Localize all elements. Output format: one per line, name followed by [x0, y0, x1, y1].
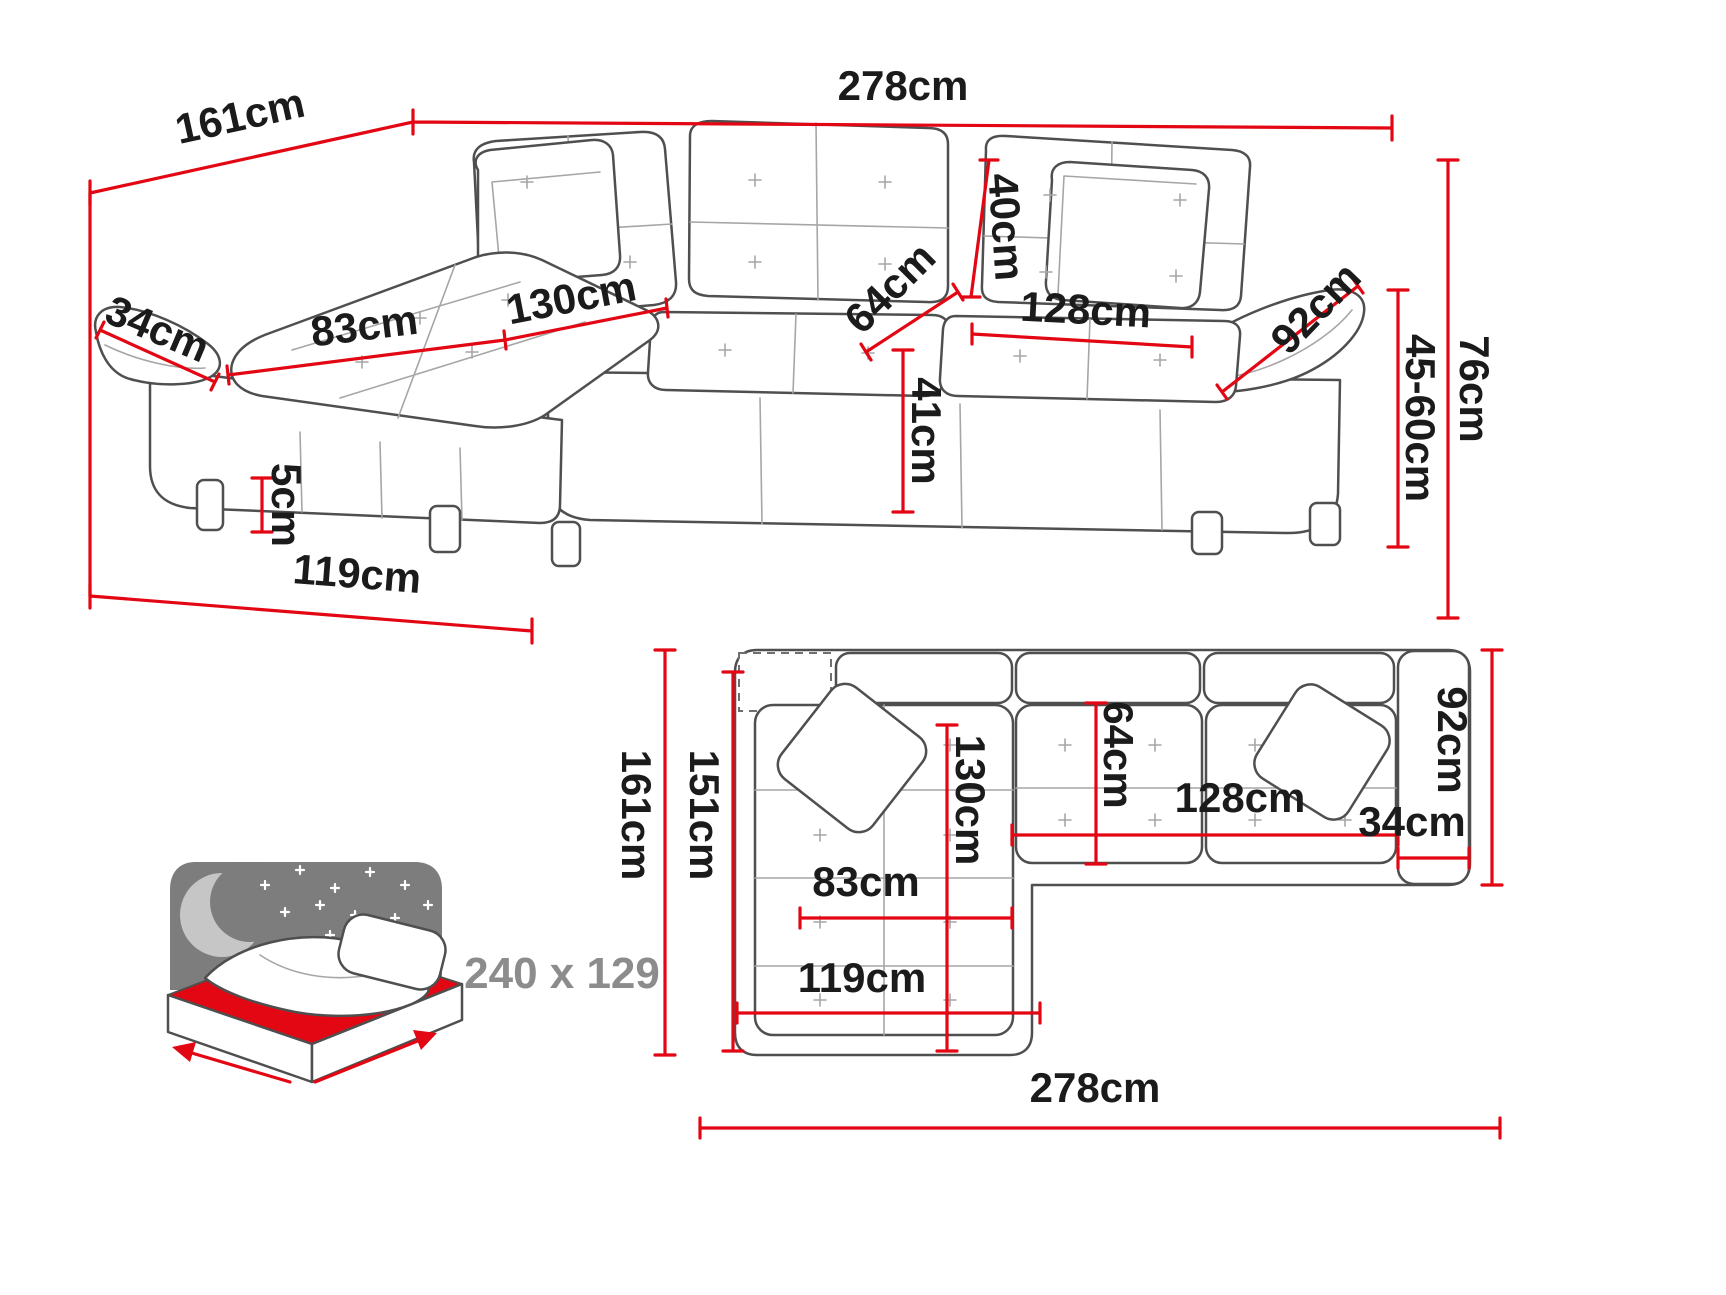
bed-pillow	[337, 913, 447, 991]
unfold-arrow-right	[313, 1036, 427, 1084]
label-seat-width: 128cm	[1019, 283, 1152, 337]
chaise-base	[148, 366, 564, 525]
plan-dim-seat-width	[1010, 823, 1400, 847]
seat-cushion-2-seam	[1086, 318, 1091, 400]
plan-dim-chaise-length	[935, 723, 959, 1053]
dim-line-seat-height	[891, 348, 915, 514]
sofa-base-seams	[759, 397, 1163, 531]
perspective-dimension-lines	[88, 108, 1460, 645]
plan-label-chaise-seat-width: 83cm	[812, 858, 919, 905]
sleeping-area-label: 240 x 129	[464, 949, 660, 998]
plan-back-cushion-1	[834, 651, 1014, 705]
sofa-leg	[550, 520, 582, 568]
seat-cushion-1-seam	[792, 313, 797, 394]
pillow-right-border	[1057, 175, 1197, 295]
dim-line-armrest-width	[94, 320, 221, 392]
bed-blanket-fold	[259, 954, 371, 979]
plan-label-armrest-width: 34cm	[1358, 798, 1465, 845]
plan-view: 161cm 151cm 130cm 64cm 128cm 34cm 92cm 8…	[613, 648, 1504, 1140]
plan-label-seat-depth: 64cm	[1095, 701, 1142, 808]
plan-label-chaise-length: 130cm	[947, 735, 994, 866]
dim-line-chaise-seat	[225, 297, 670, 386]
plan-pillow-right	[1253, 683, 1391, 821]
plan-back-cushion-2	[1014, 651, 1202, 705]
plan-dim-armrest-width	[1396, 846, 1471, 870]
plan-label-seat-width: 128cm	[1175, 774, 1306, 821]
label-total-height: 76cm	[1451, 335, 1498, 442]
sofa-leg	[195, 478, 225, 532]
dim-line-total-height	[1436, 158, 1460, 620]
unfold-arrow-right-head	[413, 1030, 437, 1050]
back-cushion-middle	[687, 119, 950, 304]
plan-dim-total-depth	[653, 648, 677, 1057]
dim-line-armrest-length	[1215, 277, 1365, 401]
armrest-left	[93, 305, 221, 386]
label-seat-height: 41cm	[903, 377, 950, 484]
pillow-right-icon	[1044, 160, 1211, 310]
moon-cutout	[210, 862, 290, 942]
label-total-depth: 161cm	[171, 79, 309, 153]
sofa-leg	[428, 504, 462, 554]
dim-line-chaise-width	[88, 582, 534, 645]
plan-fold-mechanism	[738, 652, 832, 712]
dim-line-headrest	[960, 158, 1000, 299]
plan-dimension-lines	[653, 648, 1504, 1140]
perspective-view: 278cm 161cm 40cm 64cm 128cm 92cm 76cm 45…	[88, 62, 1498, 645]
unfold-arrow-left	[183, 1049, 292, 1084]
sofa-leg	[1190, 510, 1224, 556]
back-cushion-middle-seam	[689, 122, 949, 301]
chaise-seat-seams	[291, 264, 586, 419]
tufting-marks	[355, 173, 1187, 369]
plan-dim-total-width	[698, 1116, 1502, 1140]
plan-pillow-left	[776, 682, 928, 834]
plan-label-inner-depth: 151cm	[681, 750, 728, 881]
label-leg-height: 5cm	[263, 463, 310, 547]
plan-dim-chaise-width	[735, 1001, 1042, 1025]
perspective-sofa-drawing	[93, 119, 1366, 568]
label-headrest-height: 40cm	[979, 172, 1033, 282]
armrest-left-seam	[104, 344, 206, 370]
dim-line-seat-depth	[859, 282, 965, 362]
chaise-base-seams	[299, 431, 463, 521]
plan-armrest-right	[1396, 649, 1471, 886]
plan-label-chaise-width: 119cm	[798, 954, 926, 1001]
pillow-icon	[337, 913, 447, 991]
dim-line-seat-width	[970, 322, 1194, 359]
label-total-width: 278cm	[838, 62, 969, 109]
sofa-leg	[1308, 501, 1342, 547]
plan-dim-inner-depth	[721, 670, 745, 1053]
chaise-seat	[229, 251, 660, 429]
plan-dim-chaise-seat-width	[798, 906, 1014, 930]
label-seat-height-range: 45-60cm	[1397, 334, 1444, 502]
plan-sofa-drawing	[733, 648, 1472, 1057]
label-chaise-width: 119cm	[291, 545, 423, 602]
sofa-bed-icon	[166, 862, 464, 1084]
plan-label-total-depth: 161cm	[613, 750, 660, 881]
plan-label-armrest-length: 92cm	[1429, 686, 1476, 793]
pillow-icon	[776, 682, 928, 834]
plan-dimension-labels: 161cm 151cm 130cm 64cm 128cm 34cm 92cm 8…	[613, 686, 1476, 1111]
plan-dim-seat-depth	[1084, 701, 1108, 866]
dim-line-seat-height-range	[1386, 288, 1410, 549]
plan-label-total-width: 278cm	[1030, 1064, 1161, 1111]
plan-dim-armrest-length	[1480, 648, 1504, 887]
pillow-icon	[1253, 683, 1391, 821]
unfold-arrow-left-head	[172, 1042, 196, 1062]
dim-line-leg-height	[250, 476, 274, 534]
